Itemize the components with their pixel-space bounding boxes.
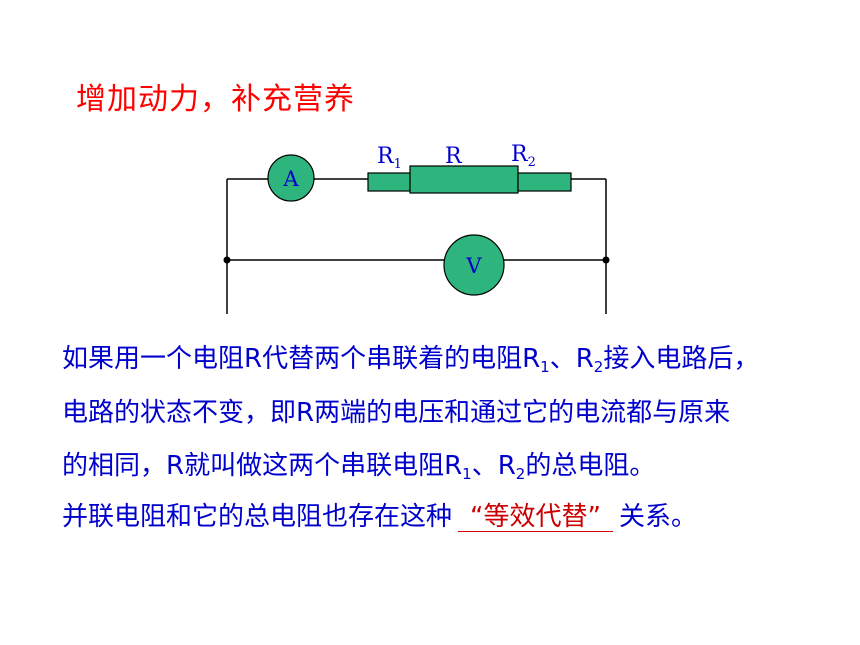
line3-sub-1: 1 <box>462 465 472 483</box>
resistor-r2-sub: 2 <box>528 155 536 170</box>
circuit-diagram: A V R1 R R2 <box>223 142 610 314</box>
slide-title: 增加动力，补充营养 <box>76 82 355 117</box>
paragraph-line-2: 电路的状态不变，即R两端的电压和通过它的电流都与原来 <box>62 398 731 428</box>
resistor-r1-label: R1 <box>377 144 402 172</box>
resistor-r2-letter: R <box>511 142 529 167</box>
fill-in-blank-answer: “等效代替” <box>458 503 613 532</box>
ammeter <box>267 154 315 202</box>
paragraph-line-4: 并联电阻和它的总电阻也存在这种“等效代替”关系。 <box>62 502 697 532</box>
voltmeter-label: V <box>465 254 482 278</box>
line1-sub-1: 1 <box>540 358 550 376</box>
ammeter-label: A <box>282 167 299 191</box>
junction-right <box>602 256 610 264</box>
voltmeter <box>443 234 505 296</box>
paragraph-line-3: 的相同，R就叫做这两个串联电阻R1、R2的总电阻。 <box>62 451 656 483</box>
resistor-r2 <box>517 172 572 192</box>
line3-sub-2: 2 <box>515 465 526 483</box>
line4-text-a: 并联电阻和它的总电阻也存在这种 <box>62 502 453 532</box>
line1-text-a: 如果用一个电阻R代替两个串联着的电阻R <box>62 344 541 374</box>
line3-text-a: 的相同，R就叫做这两个串联电阻R <box>62 451 463 481</box>
resistor-r <box>409 165 519 194</box>
line1-sub-2: 2 <box>593 358 604 376</box>
junction-left <box>223 256 231 264</box>
line4-text-c: 关系。 <box>618 502 697 532</box>
resistor-r1-letter: R <box>377 144 395 169</box>
resistor-r2-label: R2 <box>511 142 536 170</box>
line3-text-c: 的总电阻。 <box>525 451 656 481</box>
resistor-r1-sub: 1 <box>394 157 402 172</box>
line1-text-b: 、R <box>549 344 594 374</box>
paragraph-line-1: 如果用一个电阻R代替两个串联着的电阻R1、R2接入电路后， <box>62 344 760 376</box>
resistor-r-label: R <box>445 144 463 169</box>
line3-text-b: 、R <box>471 451 516 481</box>
resistor-r1 <box>367 172 411 192</box>
line1-text-c: 接入电路后， <box>603 344 760 374</box>
